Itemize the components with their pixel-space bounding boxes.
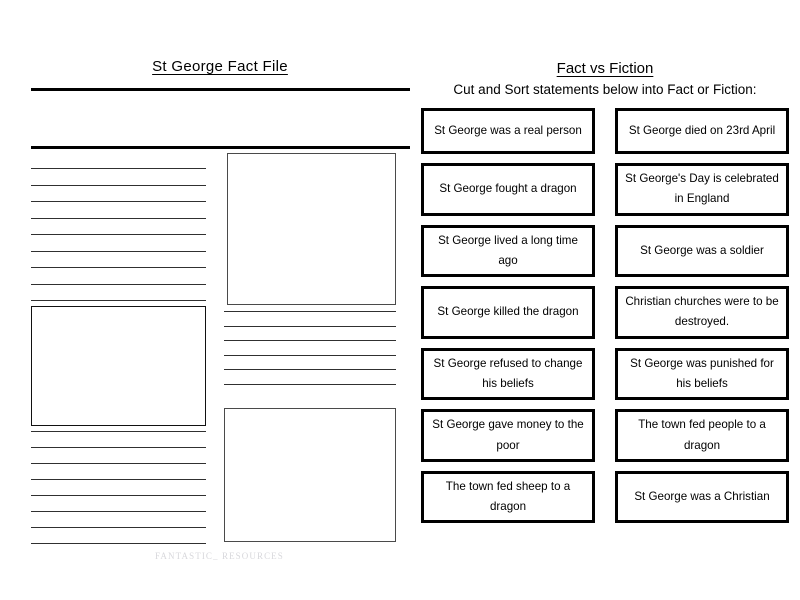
statement-card[interactable]: St George fought a dragon xyxy=(421,163,595,216)
writing-line xyxy=(31,447,206,448)
writing-line xyxy=(31,184,206,186)
statement-card-row: St George was a real person St George die… xyxy=(410,108,800,154)
statement-card[interactable]: St George gave money to the poor xyxy=(421,409,595,462)
fact-vs-fiction-panel: Fact vs Fiction Cut and Sort statements … xyxy=(410,0,800,600)
writing-line xyxy=(31,479,206,480)
statement-card[interactable]: The town fed people to a dragon xyxy=(615,409,789,462)
picture-box-bottom-right[interactable] xyxy=(224,408,396,542)
writing-line xyxy=(31,431,206,432)
fact-vs-fiction-instruction: Cut and Sort statements below into Fact … xyxy=(453,82,757,97)
statement-card-row: The town fed sheep to a dragon St George … xyxy=(410,470,800,524)
statement-card-row: St George lived a long time ago St George… xyxy=(410,224,800,278)
writing-line xyxy=(31,234,206,235)
statement-card[interactable]: St George lived a long time ago xyxy=(421,224,595,278)
fact-vs-fiction-title: Fact vs Fiction xyxy=(556,60,654,77)
watermark-left: FANTASTIC_ RESOURCES xyxy=(155,551,284,561)
writing-line xyxy=(224,325,396,327)
fact-file-second-rule xyxy=(31,146,410,149)
writing-line xyxy=(31,217,206,219)
writing-line xyxy=(31,300,206,301)
statement-card[interactable]: St George was a Christian xyxy=(615,470,789,524)
statement-card-row: St George refused to change his beliefs S… xyxy=(410,347,800,401)
statement-card[interactable]: Christian churches were to be destroyed. xyxy=(615,286,789,339)
statement-card[interactable]: The town fed sheep to a dragon xyxy=(421,470,595,524)
writing-line xyxy=(31,283,206,285)
statement-card[interactable]: St George died on 23rd April xyxy=(615,108,789,154)
writing-line xyxy=(224,369,396,371)
writing-line xyxy=(31,511,206,512)
picture-box-left[interactable] xyxy=(31,306,206,426)
fact-file-title: St George Fact File xyxy=(152,58,288,75)
writing-line xyxy=(31,495,206,496)
writing-line xyxy=(31,463,206,464)
writing-line xyxy=(31,168,206,169)
writing-line xyxy=(31,527,206,528)
writing-line xyxy=(31,543,206,544)
writing-line xyxy=(31,267,206,268)
fact-file-panel: St George Fact File FANTASTIC_ RESOURCES xyxy=(31,58,410,561)
statement-card[interactable]: St George was a soldier xyxy=(615,224,789,278)
statement-card[interactable]: St George killed the dragon xyxy=(421,286,595,339)
writing-line xyxy=(31,201,206,202)
statement-card-row: St George killed the dragon Christian chu… xyxy=(410,286,800,339)
statement-card-row: St George fought a dragon St George's Day… xyxy=(410,163,800,216)
fact-file-top-rule xyxy=(31,88,410,91)
statement-card[interactable]: St George was a real person xyxy=(421,108,595,154)
statement-card[interactable]: St George's Day is celebrated in England xyxy=(615,163,789,216)
writing-line xyxy=(224,354,396,356)
statement-card[interactable]: St George refused to change his beliefs xyxy=(421,347,595,401)
statement-card[interactable]: St George was punished for his beliefs xyxy=(615,347,789,401)
statement-card-grid: St George was a real person St George die… xyxy=(410,108,800,532)
writing-line xyxy=(224,311,396,312)
writing-line xyxy=(224,340,396,342)
statement-card-row: St George gave money to the poor The town… xyxy=(410,409,800,462)
picture-box-top-right[interactable] xyxy=(227,153,396,305)
writing-line xyxy=(31,250,206,252)
writing-line xyxy=(224,384,396,385)
